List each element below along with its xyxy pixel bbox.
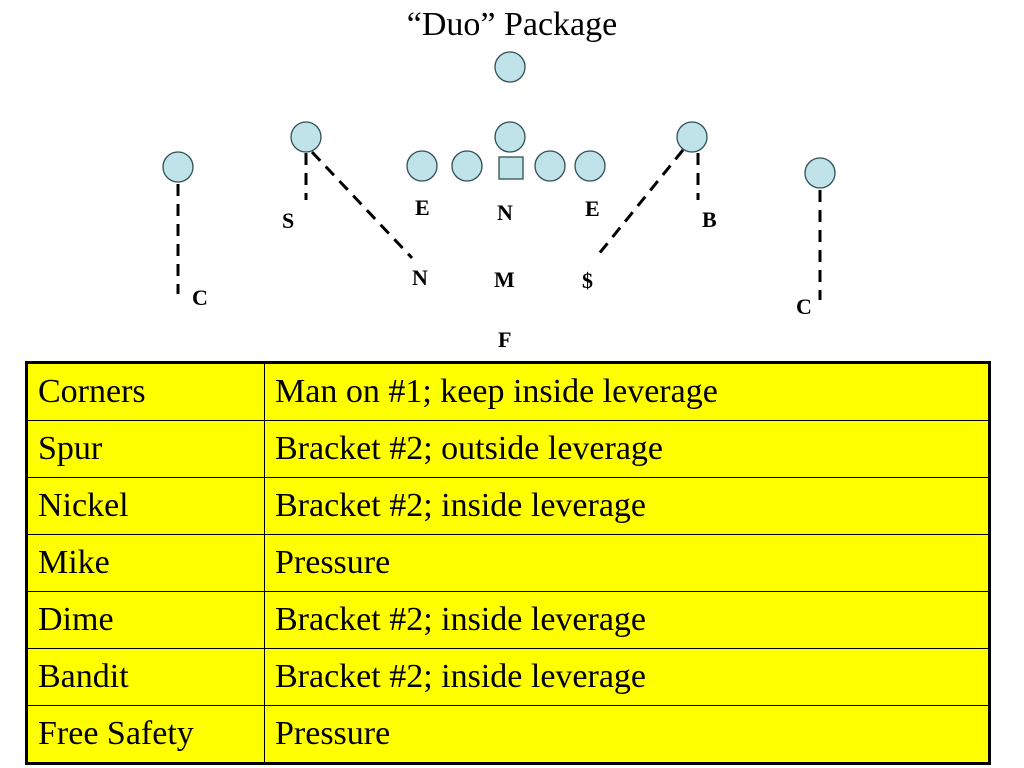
position-cell: Nickel [26, 477, 265, 535]
table-row: Mike Pressure [26, 534, 990, 592]
position-cell: Mike [26, 534, 265, 592]
offense-player-left-tackle [406, 150, 438, 182]
position-cell: Bandit [26, 648, 265, 706]
position-cell: Dime [26, 591, 265, 649]
offense-player-right-guard [534, 150, 566, 182]
table-row: Bandit Bracket #2; inside leverage [26, 648, 990, 706]
assignments-table: Corners Man on #1; keep inside leverage … [25, 361, 991, 765]
position-cell: Corners [26, 362, 265, 421]
table-row: Nickel Bracket #2; inside leverage [26, 477, 990, 535]
defender-label-corner-left: C [192, 285, 208, 310]
offense-player-receiver-far-left [162, 151, 194, 183]
table-row: Dime Bracket #2; inside leverage [26, 591, 990, 649]
table-row: Corners Man on #1; keep inside leverage [26, 362, 990, 421]
defender-label-mike: M [494, 267, 515, 292]
offense-player-center [498, 156, 524, 180]
defender-label-dime: $ [582, 268, 593, 293]
offense-player-left-guard [451, 150, 483, 182]
defender-label-spur: S [282, 208, 294, 233]
position-cell: Free Safety [26, 705, 265, 764]
assignment-cell: Pressure [264, 534, 990, 592]
offense-player-right-tackle [574, 150, 606, 182]
assignment-cell: Bracket #2; inside leverage [264, 477, 990, 535]
offense-player-quarterback [494, 121, 526, 153]
defender-label-bandit: B [702, 207, 717, 232]
table-row: Spur Bracket #2; outside leverage [26, 420, 990, 478]
assignment-cell: Bracket #2; inside leverage [264, 591, 990, 649]
offense-player-receiver-inside-left [290, 121, 322, 153]
assignment-cell: Bracket #2; outside leverage [264, 420, 990, 478]
assignment-cell: Man on #1; keep inside leverage [264, 362, 990, 421]
defender-label-nickel: N [412, 265, 428, 290]
defender-label-corner-right: C [796, 294, 812, 319]
position-cell: Spur [26, 420, 265, 478]
offense-player-back [494, 51, 526, 83]
assignment-cell: Pressure [264, 705, 990, 764]
defender-label-nose: N [497, 200, 513, 225]
offense-player-receiver-inside-right [676, 121, 708, 153]
offense-player-receiver-far-right [804, 157, 836, 189]
coverage-line-nickel [310, 150, 414, 260]
play-diagram: C S E N E B N M $ C F [162, 51, 836, 352]
defender-label-free-safety: F [498, 327, 511, 352]
assignment-cell: Bracket #2; inside leverage [264, 648, 990, 706]
defender-label-end-right: E [585, 196, 600, 221]
slide-title: “Duo” Package [406, 6, 618, 43]
table-row: Free Safety Pressure [26, 705, 990, 764]
coverage-line-dime [596, 149, 685, 256]
defender-label-end-left: E [415, 195, 430, 220]
